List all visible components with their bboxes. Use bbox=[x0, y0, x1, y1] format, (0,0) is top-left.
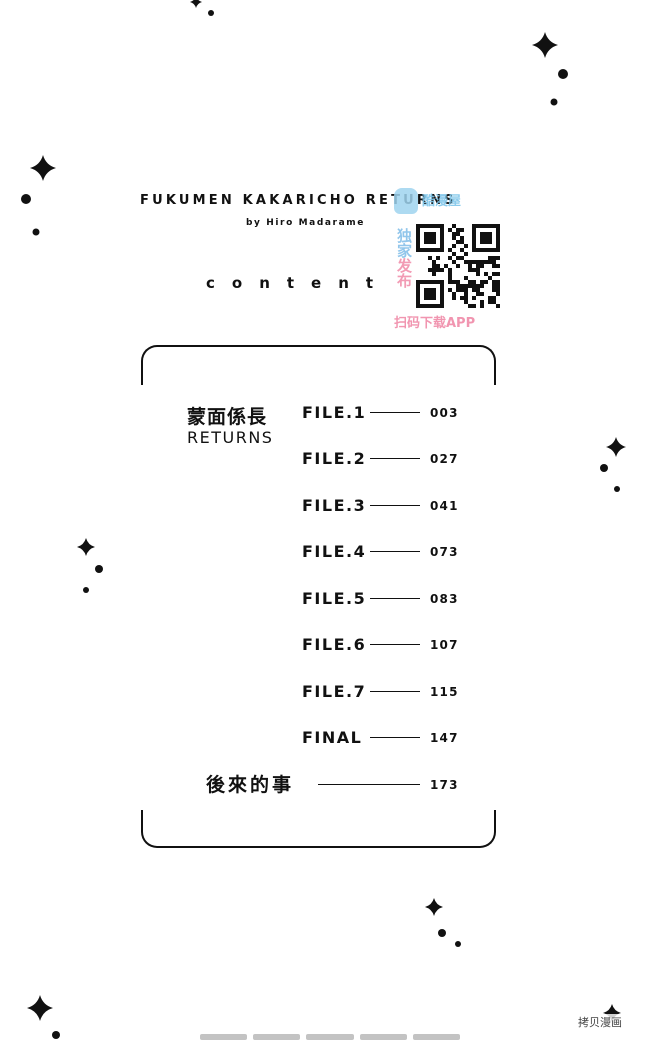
sparkle-icon bbox=[77, 538, 95, 556]
promo-vertical-text: 独家 发布 bbox=[394, 228, 414, 288]
sparkle-dot-icon bbox=[438, 929, 446, 937]
app-promo-watermark[interactable]: 酷漫屋 独家 发布 扫码下载APP bbox=[392, 188, 508, 334]
toc-entry-page-number: 083 bbox=[430, 592, 459, 606]
toc-entry-page-number: 147 bbox=[430, 731, 459, 745]
site-watermark: 拷贝漫画 bbox=[578, 1014, 622, 1030]
toc-entry[interactable]: 後來的事 173 bbox=[0, 773, 646, 797]
sparkle-icon bbox=[606, 437, 626, 457]
series-title-en: RETURNS bbox=[187, 428, 274, 447]
sparkle-dot-icon bbox=[95, 565, 103, 573]
sparkle-dot-icon bbox=[455, 941, 461, 947]
toc-entry-page-number: 003 bbox=[430, 406, 459, 420]
toc-entry-label: FILE.4 bbox=[302, 542, 367, 561]
frame-bottom-bracket bbox=[141, 810, 496, 848]
contents-heading: content bbox=[206, 274, 391, 292]
frame-top-bracket bbox=[141, 345, 496, 385]
toc-entry-label: FILE.7 bbox=[302, 682, 367, 701]
toc-entry-label: FILE.5 bbox=[302, 589, 367, 608]
toc-entry[interactable]: FILE.4 073 bbox=[0, 540, 646, 564]
toc-entry-label: 後來的事 bbox=[206, 774, 295, 796]
toc-entry-label: FILE.2 bbox=[302, 449, 367, 468]
toc-entry-page-number: 041 bbox=[430, 499, 459, 513]
book-title: FUKUMEN KAKARICHO RETURNS bbox=[140, 193, 457, 208]
toc-entry-label: FILE.1 bbox=[302, 403, 367, 422]
sparkle-dot-icon bbox=[52, 1031, 60, 1039]
toc-entry-page-number: 073 bbox=[430, 545, 459, 559]
toc-entry[interactable]: FILE.6 107 bbox=[0, 633, 646, 657]
toc-entry-page-number: 173 bbox=[430, 778, 459, 792]
sparkle-dot-icon bbox=[614, 486, 620, 492]
qr-code-icon[interactable] bbox=[416, 224, 500, 308]
promo-vertical-2: 发布 bbox=[395, 258, 413, 288]
sparkle-dot-icon bbox=[208, 10, 214, 16]
toc-leader-line bbox=[318, 784, 420, 785]
author-byline: by Hiro Madarame bbox=[246, 218, 365, 228]
sparkle-dot-icon bbox=[550, 98, 558, 106]
toc-leader-line bbox=[370, 412, 420, 413]
toc-entry[interactable]: FINAL 147 bbox=[0, 726, 646, 750]
toc-entry[interactable]: FILE.7 115 bbox=[0, 680, 646, 704]
sparkle-icon bbox=[27, 995, 53, 1021]
toc-entry-label: FINAL bbox=[302, 728, 363, 747]
toc-entry-page-number: 027 bbox=[430, 452, 459, 466]
sparkle-icon bbox=[603, 1004, 621, 1022]
sparkle-dot-icon bbox=[83, 587, 89, 593]
promo-brand: 酷漫屋 bbox=[422, 194, 462, 209]
sparkle-dot-icon bbox=[558, 69, 568, 79]
toc-leader-line bbox=[370, 691, 420, 692]
sparkle-icon bbox=[30, 155, 56, 181]
sparkle-dot-icon bbox=[21, 194, 31, 204]
toc-leader-line bbox=[370, 598, 420, 599]
mascot-icon bbox=[394, 188, 418, 214]
toc-entry-label: FILE.6 bbox=[302, 635, 367, 654]
toc-leader-line bbox=[370, 644, 420, 645]
toc-entry[interactable]: FILE.2 027 bbox=[0, 447, 646, 471]
bottom-crop-strip bbox=[200, 1034, 461, 1040]
sparkle-dot-icon bbox=[32, 228, 40, 236]
promo-vertical-1: 独家 bbox=[395, 228, 413, 258]
toc-leader-line bbox=[370, 505, 420, 506]
toc-leader-line bbox=[370, 737, 420, 738]
toc-entry[interactable]: FILE.1 003 bbox=[0, 401, 646, 425]
series-title-jp: 蒙面係長 bbox=[187, 406, 268, 428]
sparkle-icon bbox=[425, 898, 443, 916]
toc-entry-page-number: 115 bbox=[430, 685, 459, 699]
toc-entry[interactable]: FILE.3 041 bbox=[0, 494, 646, 518]
toc-entry[interactable]: FILE.5 083 bbox=[0, 587, 646, 611]
toc-entry-page-number: 107 bbox=[430, 638, 459, 652]
sparkle-icon bbox=[190, 0, 202, 8]
sparkle-dot-icon bbox=[600, 464, 608, 472]
toc-entry-label: FILE.3 bbox=[302, 496, 367, 515]
promo-download-cta[interactable]: 扫码下载APP bbox=[394, 316, 476, 331]
toc-leader-line bbox=[370, 551, 420, 552]
toc-leader-line bbox=[370, 458, 420, 459]
sparkle-icon bbox=[532, 32, 558, 58]
